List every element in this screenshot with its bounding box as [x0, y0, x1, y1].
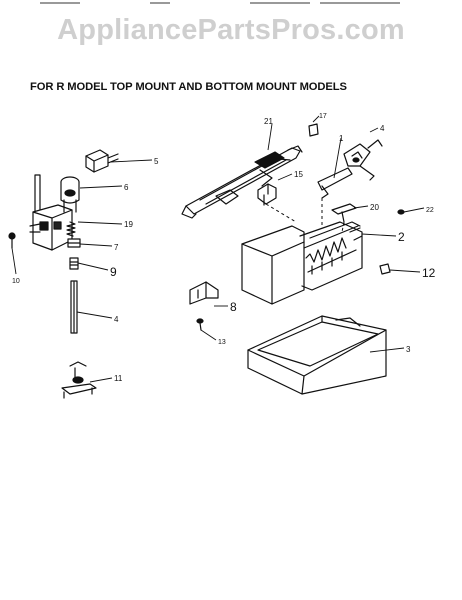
screw-12-part [379, 263, 391, 275]
switch-part [257, 183, 277, 206]
callout-6: 6 [124, 183, 129, 192]
thermostat-part [343, 139, 383, 181]
callout-17: 17 [319, 113, 327, 120]
callout-labels: 5 6 19 7 9 4 11 10 21 15 17 1 4 20 22 2 … [12, 113, 436, 383]
callout-8: 8 [230, 300, 237, 314]
callout-10: 10 [12, 278, 20, 285]
callout-22: 22 [426, 207, 434, 214]
screw-13-part [196, 318, 204, 331]
lever-part [331, 203, 357, 223]
callout-7: 7 [114, 243, 119, 252]
screw-22-part [397, 209, 405, 215]
screw-part [8, 232, 16, 249]
top-edge-line [40, 2, 400, 4]
leader-lines [11, 115, 425, 383]
fill-tube-part [70, 280, 78, 334]
tube-nut-part [69, 257, 79, 270]
callout-15: 15 [294, 170, 303, 179]
callout-5: 5 [154, 157, 159, 166]
callout-2: 2 [398, 230, 405, 244]
bracket-part [189, 281, 219, 305]
callout-11: 11 [114, 374, 123, 383]
clip-part [308, 123, 319, 137]
alignment-lines [265, 198, 345, 233]
water-valve-assembly [29, 149, 119, 251]
wire-harness-cover [181, 145, 303, 219]
ice-maker-assembly [241, 221, 363, 305]
callout-9: 9 [110, 265, 117, 279]
callout-20: 20 [370, 203, 379, 212]
callout-12: 12 [422, 266, 436, 280]
callout-4-left: 4 [114, 315, 119, 324]
callout-1: 1 [339, 134, 344, 143]
valve-bracket-part [61, 361, 97, 399]
diagram-title: FOR R MODEL TOP MOUNT AND BOTTOM MOUNT M… [30, 81, 347, 93]
callout-4-right: 4 [380, 124, 385, 133]
watermark-text: AppliancePartsPros.com [57, 14, 405, 46]
callout-13: 13 [218, 339, 226, 346]
callout-19: 19 [124, 220, 133, 229]
shaft-part [317, 167, 353, 199]
callout-3: 3 [406, 345, 411, 354]
ice-bucket [247, 315, 387, 395]
callout-21: 21 [264, 117, 273, 126]
